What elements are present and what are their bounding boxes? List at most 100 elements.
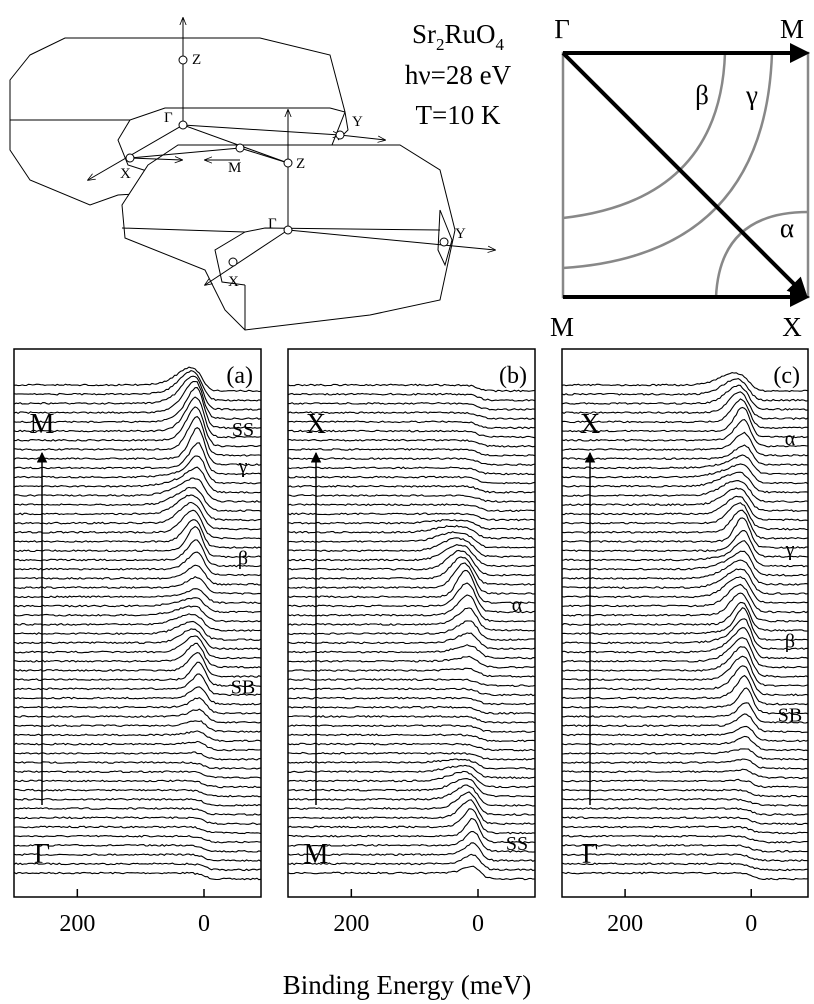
edc-curve — [13, 486, 262, 512]
x-tick-label: 200 — [333, 911, 369, 937]
edc-curve — [13, 770, 262, 779]
edc-curve — [561, 391, 809, 421]
edc-curve — [561, 576, 809, 604]
direction-start-label: Γ — [582, 839, 598, 870]
bz-back-edge — [10, 107, 330, 121]
edc-curve — [13, 375, 262, 411]
edc-curve — [13, 387, 262, 430]
bz-point-labels: Z Γ M Z Y X Γ Y X — [120, 52, 466, 290]
edc-curve — [561, 748, 809, 761]
edc-curve — [13, 525, 262, 559]
edc-curve — [287, 512, 536, 522]
bz-front-outline — [121, 144, 456, 331]
edc-curve — [287, 537, 536, 559]
edc-curve — [287, 392, 536, 402]
feature-label: γ — [785, 539, 795, 561]
point-z-top — [178, 55, 188, 65]
edc-curve — [13, 442, 262, 476]
edc-curve — [287, 569, 536, 604]
edc-curve — [13, 761, 262, 770]
bz-label: Γ — [268, 216, 277, 232]
edc-curve — [288, 429, 536, 439]
edc-curve — [561, 398, 809, 429]
bz-label: Y — [352, 114, 363, 130]
edc-curves — [561, 372, 809, 881]
panel-frame — [287, 348, 536, 898]
edc-curve — [287, 733, 536, 743]
edc-curve — [561, 768, 809, 780]
edc-curves — [287, 383, 536, 881]
edc-curve — [287, 853, 536, 872]
edc-curve — [287, 758, 536, 770]
edc-curve — [287, 519, 536, 531]
edc-curve — [287, 448, 536, 457]
edc-curve — [561, 607, 809, 641]
point-z-mid — [283, 158, 293, 168]
edc-curve — [13, 730, 262, 743]
edc-curve — [13, 588, 262, 605]
edc-curve — [561, 702, 809, 724]
edc-curve — [13, 605, 262, 623]
point-y-front — [439, 237, 449, 247]
point-m — [235, 143, 245, 153]
edc-curve — [561, 674, 809, 706]
fs-label-gamma: γ — [745, 80, 758, 110]
edc-curve — [287, 764, 536, 780]
edc-curve — [561, 444, 809, 466]
header-text: Sr2RuO4 hν=28 eV T=10 K — [405, 19, 512, 130]
x-tick-label: 200 — [607, 911, 643, 937]
edc-curve — [561, 384, 809, 411]
edc-curve — [562, 618, 809, 651]
edc-curve — [287, 531, 536, 549]
edc-curve — [287, 696, 536, 706]
edc-curve — [561, 735, 809, 752]
edc-curve — [13, 551, 262, 577]
edc-curve — [561, 431, 809, 457]
edc-curve — [13, 779, 262, 789]
edc-curve — [287, 784, 536, 807]
panel-label: (a) — [226, 363, 253, 389]
edc-curve — [561, 862, 808, 872]
fs-corner-x: X — [782, 312, 802, 342]
edc-curve — [287, 667, 536, 678]
edc-curve — [13, 843, 262, 853]
edc-curve — [13, 628, 262, 651]
edc-curve — [288, 778, 535, 798]
edc-curve — [561, 601, 809, 632]
edc-curve — [561, 637, 809, 669]
edc-curve — [287, 594, 536, 623]
edc-curve — [287, 475, 536, 485]
fs-arrow-gamma-x — [561, 51, 808, 298]
feature-label: α — [512, 594, 523, 616]
edc-curve — [288, 799, 536, 826]
edc-curve — [561, 559, 809, 586]
edc-curve — [561, 540, 809, 568]
point-gamma-front — [283, 225, 293, 235]
edc-curve — [13, 642, 262, 669]
edc-curve — [561, 517, 809, 549]
edc-curve — [13, 366, 262, 393]
edc-curve — [561, 592, 809, 623]
edc-curve — [561, 454, 809, 476]
direction-end-label: X — [580, 409, 600, 440]
edc-curves — [13, 366, 262, 881]
edc-curve — [13, 519, 262, 549]
fs-corner-gamma: Γ — [554, 14, 570, 44]
x-tick-label: 0 — [198, 911, 210, 937]
edc-curve — [13, 751, 262, 761]
edc-curve — [13, 652, 262, 678]
edc-curve — [561, 797, 809, 807]
edc-curve — [287, 607, 536, 632]
edc-curve — [561, 853, 809, 862]
edc-curve — [288, 402, 536, 411]
direction-end-label: X — [306, 409, 326, 440]
edc-curve — [13, 816, 262, 826]
edc-curve — [287, 742, 536, 752]
edc-curve — [13, 661, 262, 687]
fs-beta-contour — [562, 52, 727, 220]
bz-front-facet-right — [437, 209, 453, 267]
panel-frame — [13, 348, 262, 898]
panel-frame — [561, 348, 809, 898]
edc-curve — [561, 871, 809, 881]
